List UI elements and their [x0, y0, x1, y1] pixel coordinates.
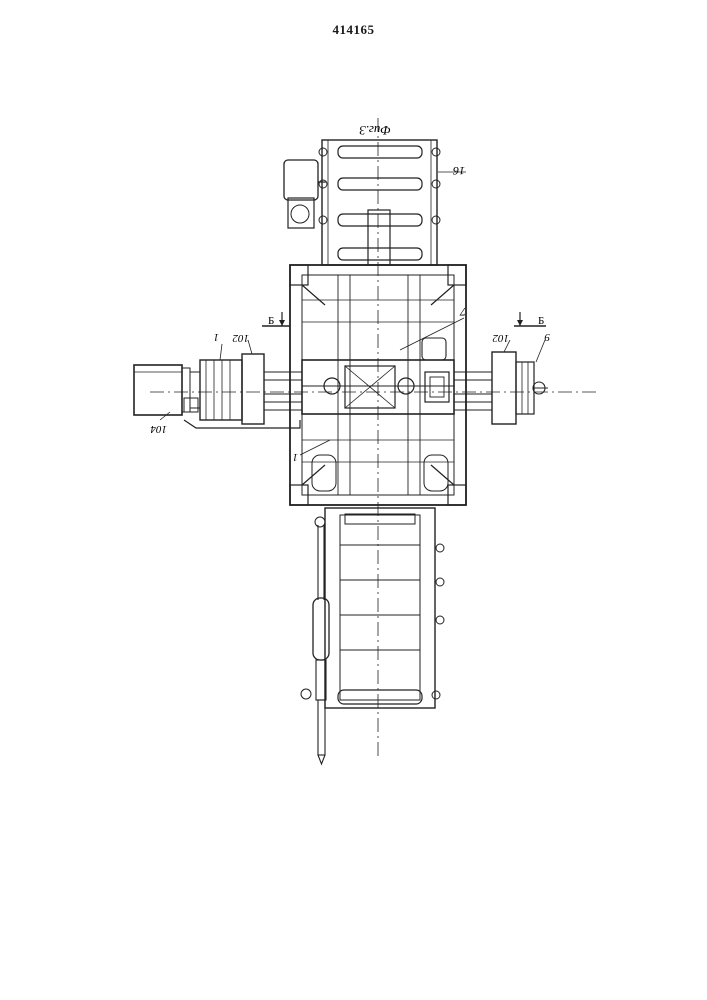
- section-marker-left: Б: [262, 312, 290, 327]
- label-102-right: 102: [492, 332, 509, 344]
- upper-conveyor: [319, 140, 440, 265]
- left-side-unit: [134, 354, 302, 428]
- label-7: 7: [459, 305, 466, 319]
- conveyor-roller: [338, 248, 422, 260]
- figure-caption: Фиг.3: [359, 123, 391, 138]
- label-102-left: 102: [232, 332, 249, 344]
- label-1-lower: 1: [293, 451, 299, 463]
- label-104: 104: [150, 423, 167, 435]
- hydraulic-cylinder: [313, 525, 329, 764]
- label-section-left: Б: [268, 315, 274, 327]
- label-16: 16: [453, 164, 465, 178]
- right-side-unit: [454, 352, 548, 424]
- label-9: 9: [544, 331, 550, 343]
- conveyor-roller: [338, 178, 422, 190]
- conveyor-roller: [338, 146, 422, 158]
- conveyor-roller: [338, 214, 422, 226]
- label-section-right: Б: [538, 315, 544, 327]
- lower-conveyor: [301, 508, 444, 708]
- label-1-upper: 1: [214, 331, 220, 343]
- section-marker-right: Б: [514, 312, 546, 327]
